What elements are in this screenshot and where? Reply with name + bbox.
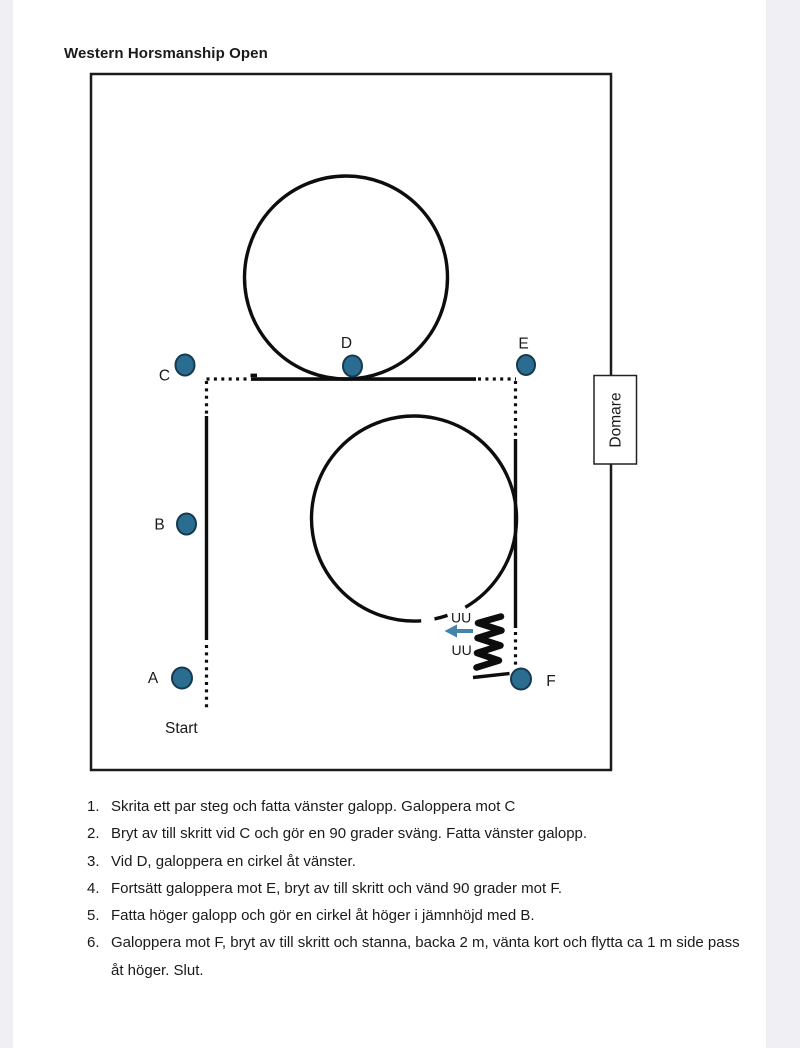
viewer-gutter-right — [766, 0, 800, 1048]
instruction-number: 5. — [87, 907, 100, 925]
marker-dot-f — [510, 667, 532, 691]
instruction-number: 2. — [87, 825, 100, 843]
instruction-item: 1. Skrita ett par steg och fatta vänster… — [87, 793, 767, 820]
marker-label-c: C — [159, 368, 170, 385]
start-label: Start — [165, 720, 198, 737]
instruction-item: 2. Bryt av till skritt vid C och gör en … — [87, 820, 767, 847]
left-arrow-icon — [444, 624, 473, 638]
instruction-item: 4. Fortsätt galoppera mot E, bryt av til… — [87, 875, 767, 902]
marker-dot-c — [174, 353, 196, 377]
viewer-gutter-left — [0, 0, 13, 1048]
instruction-number: 4. — [87, 879, 100, 897]
marker-d: D — [341, 335, 363, 378]
uu-mark-top: UU — [451, 610, 471, 626]
marker-label-d: D — [341, 335, 352, 352]
instruction-text: Vid D, galoppera en cirkel åt vänster. — [111, 852, 356, 870]
instruction-number: 3. — [87, 852, 100, 870]
instruction-item: 5. Fatta höger galopp och gör en cirkel … — [87, 902, 767, 929]
pattern-diagram: Domare C B A D E F Start UU UU — [89, 72, 638, 772]
judge-label: Domare — [608, 392, 625, 447]
instruction-list: 1. Skrita ett par steg och fatta vänster… — [87, 793, 767, 984]
marker-label-e: E — [518, 336, 528, 353]
marker-c: C — [159, 353, 196, 385]
marker-e: E — [516, 336, 536, 376]
marker-dot-b — [176, 512, 197, 536]
marker-label-b: B — [154, 517, 164, 534]
instruction-item: 6. Galoppera mot F, bryt av till skritt … — [87, 929, 767, 984]
instruction-text: Fatta höger galopp och gör en cirkel åt … — [111, 907, 535, 925]
marker-a: A — [148, 666, 193, 690]
instruction-number: 6. — [87, 934, 100, 952]
arena-border — [89, 72, 613, 772]
marker-label-a: A — [148, 670, 159, 687]
instruction-text: Fortsätt galoppera mot E, bryt av till s… — [111, 879, 563, 897]
judge-box — [593, 374, 638, 465]
uu-mark-bottom: UU — [452, 642, 472, 658]
instruction-text: Bryt av till skritt vid C och gör en 90 … — [111, 825, 588, 843]
marker-label-f: F — [546, 673, 555, 690]
marker-dot-a — [171, 666, 193, 690]
instruction-text: Galoppera mot F, bryt av till skritt och… — [111, 934, 740, 979]
path-solid-to-f — [472, 671, 510, 680]
backup-zigzag — [473, 613, 505, 671]
instruction-number: 1. — [87, 798, 100, 815]
lower-circle-segment — [434, 613, 449, 621]
instruction-item: 3. Vid D, galoppera en cirkel åt vänster… — [87, 848, 767, 875]
marker-dot-d — [342, 354, 363, 378]
lower-circle-path — [309, 414, 519, 623]
page-title: Western Horsmanship Open — [64, 45, 268, 62]
instruction-text: Skrita ett par steg och fatta vänster ga… — [111, 798, 516, 815]
marker-f: F — [510, 667, 556, 691]
marker-dot-e — [516, 354, 536, 376]
marker-b: B — [154, 512, 197, 536]
